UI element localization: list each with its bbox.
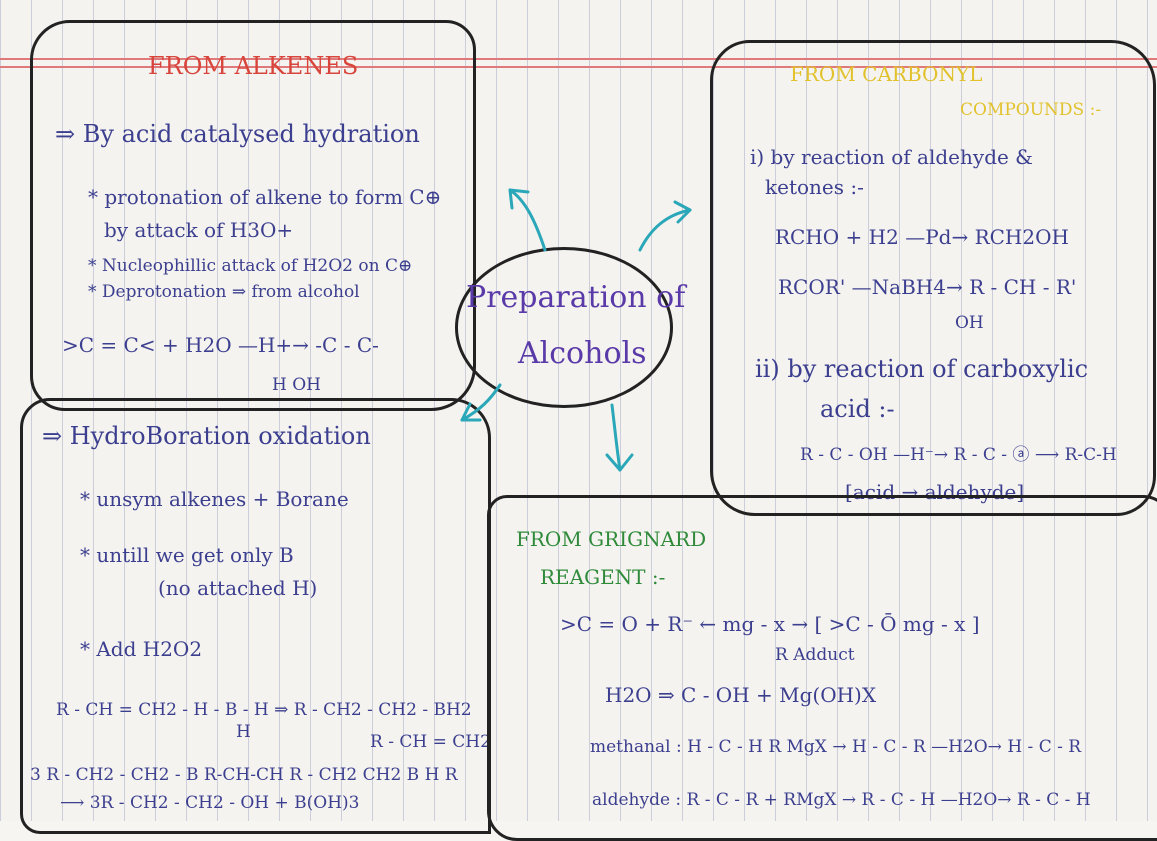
margin-line-top — [0, 58, 1157, 60]
arrow-to-carbonyl — [638, 208, 692, 252]
alkenes-step-4: * Deprotonation ⇒ from alcohol — [88, 282, 360, 302]
central-title-line-2: Alcohols — [518, 336, 647, 371]
hydroboration-step-1: * unsym alkenes + Borane — [80, 487, 349, 511]
carbonyl-title: FROM CARBONYL — [790, 62, 983, 86]
margin-line-bottom — [0, 66, 1157, 68]
grignard-title: FROM GRIGNARD — [516, 527, 707, 551]
hydroboration-step-2: * untill we get only B — [80, 543, 294, 567]
central-topic-ellipse — [455, 247, 673, 408]
grignard-eq-2: H2O ⇒ C - OH + Mg(OH)X — [605, 683, 877, 707]
carbonyl-box — [710, 40, 1156, 516]
hydroboration-eq-1-sub: H — [236, 722, 251, 742]
carbonyl-eq-2-sub: OH — [955, 313, 984, 333]
connector-arrows — [460, 188, 692, 472]
alkenes-step-2: by attack of H3O+ — [104, 218, 294, 242]
hydroboration-eq-2: R - CH = CH2 — [370, 732, 491, 752]
hydroboration-step-3: (no attached H) — [158, 576, 318, 600]
hydroboration-heading: ⇒ HydroBoration oxidation — [42, 422, 371, 450]
carbonyl-eq-3-note: [acid → aldehyde] — [845, 480, 1025, 504]
alkenes-equation: >C = C< + H2O —H+→ -C - C- — [62, 333, 379, 357]
alkenes-step-1: * protonation of alkene to form C⊕ — [88, 185, 442, 209]
grignard-eq-4: aldehyde : R - C - R + RMgX → R - C - H … — [592, 790, 1091, 810]
grignard-eq-1-sub: R Adduct — [775, 645, 855, 665]
carbonyl-i-heading: i) by reaction of aldehyde & — [750, 145, 1033, 169]
carbonyl-eq-1: RCHO + H2 —Pd→ RCH2OH — [775, 225, 1069, 249]
alkenes-heading: ⇒ By acid catalysed hydration — [55, 120, 420, 148]
hydroboration-eq-3: 3 R - CH2 - CH2 - B R-CH-CH R - CH2 CH2 … — [30, 765, 458, 785]
central-title-line-1: Preparation of — [466, 280, 686, 315]
grignard-eq-1: >C = O + R⁻ ← mg - x → [ >C - Ō mg - x ] — [560, 612, 980, 636]
arrow-to-grignard — [610, 403, 622, 472]
carbonyl-ii-heading: ii) by reaction of carboxylic — [755, 355, 1089, 383]
alkenes-box — [30, 20, 476, 411]
carbonyl-i-heading-2: ketones :- — [765, 175, 864, 199]
hydroboration-step-4: * Add H2O2 — [80, 637, 203, 661]
carbonyl-title-2: COMPOUNDS :- — [960, 100, 1102, 120]
arrow-to-hydroboration — [460, 383, 502, 422]
carbonyl-eq-2: RCOR' —NaBH4→ R - CH - R' — [778, 275, 1077, 299]
alkenes-equation-sub: H OH — [272, 375, 321, 395]
grignard-eq-3: methanal : H - C - H R MgX → H - C - R —… — [590, 737, 1082, 757]
alkenes-step-3: * Nucleophillic attack of H2O2 on C⊕ — [88, 256, 413, 276]
carbonyl-eq-3: R - C - OH —H⁻→ R - C - ⓐ ⟶ R-C-H — [800, 445, 1117, 465]
alkenes-title: FROM ALKENES — [148, 52, 359, 80]
arrow-to-alkenes — [508, 188, 547, 252]
grignard-title-2: REAGENT :- — [540, 565, 666, 589]
hydroboration-eq-1: R - CH = CH2 - H - B - H ⇒ R - CH2 - CH2… — [56, 700, 472, 720]
carbonyl-ii-heading-2: acid :- — [820, 395, 895, 423]
hydroboration-eq-4: ⟶ 3R - CH2 - CH2 - OH + B(OH)3 — [60, 793, 360, 813]
